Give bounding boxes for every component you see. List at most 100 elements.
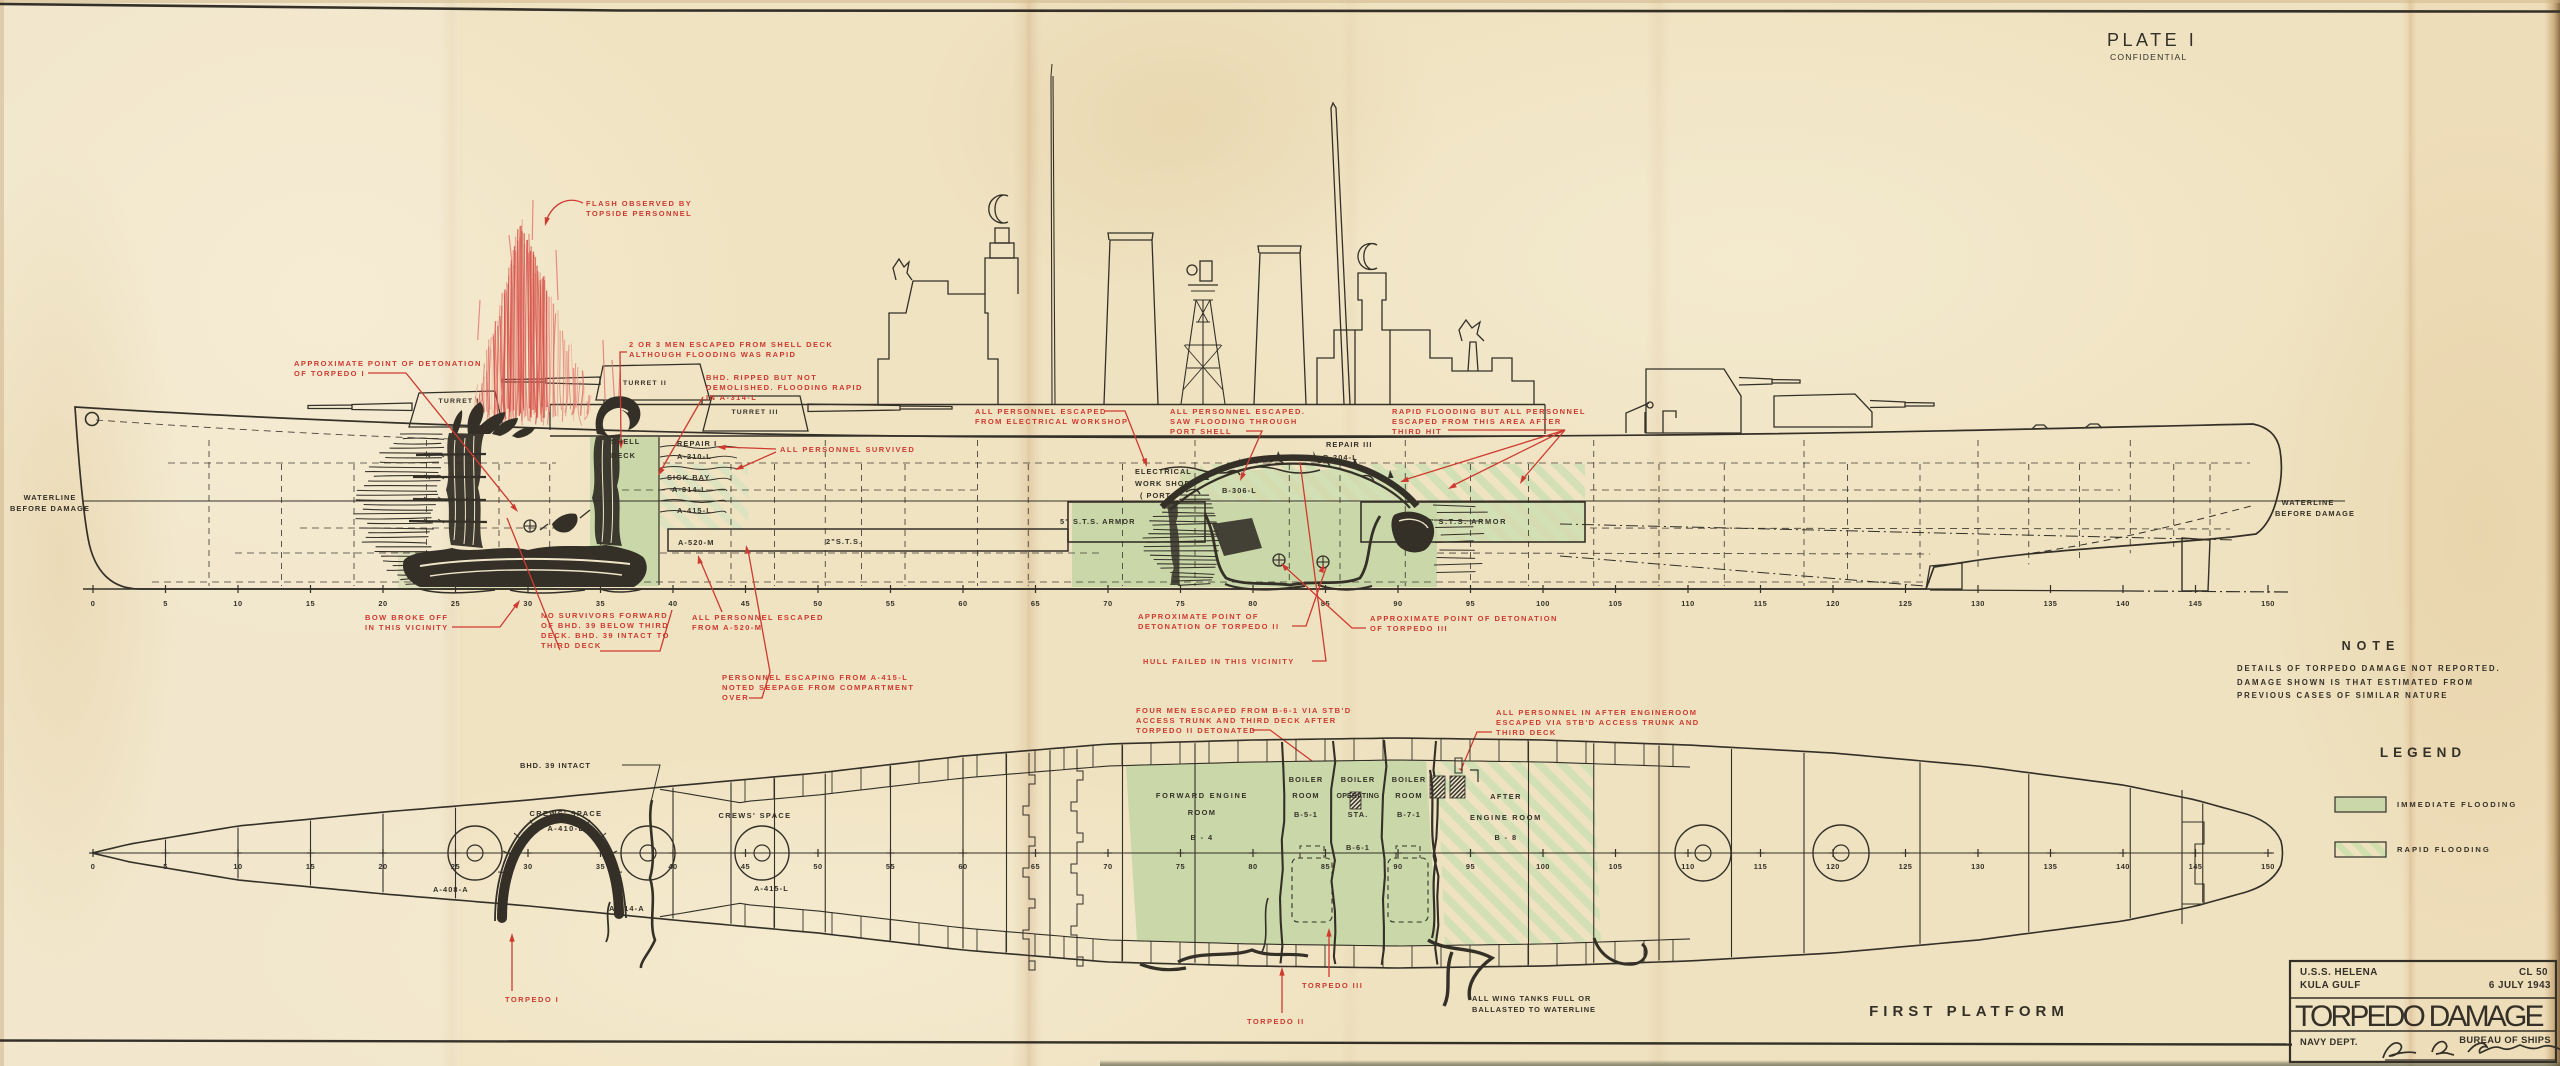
svg-text:150: 150: [2261, 599, 2275, 608]
svg-text:145: 145: [2189, 862, 2203, 871]
svg-text:ESCAPED VIA STB'D ACCESS TRUNK: ESCAPED VIA STB'D ACCESS TRUNK AND: [1496, 718, 1700, 727]
svg-text:ESCAPED FROM THIS AREA AFTER: ESCAPED FROM THIS AREA AFTER: [1392, 417, 1562, 426]
svg-text:0: 0: [91, 862, 96, 871]
svg-text:65: 65: [1031, 862, 1040, 871]
svg-text:130: 130: [1971, 862, 1985, 871]
svg-text:ALTHOUGH FLOODING WAS RAPID: ALTHOUGH FLOODING WAS RAPID: [629, 350, 796, 359]
svg-text:PERSONNEL ESCAPING FROM A-415-: PERSONNEL ESCAPING FROM A-415-L: [722, 673, 908, 682]
svg-text:120: 120: [1826, 862, 1840, 871]
svg-text:IMMEDIATE FLOODING: IMMEDIATE FLOODING: [2397, 800, 2517, 809]
svg-text:NO SURVIVORS FORWARD: NO SURVIVORS FORWARD: [541, 611, 668, 620]
svg-text:BEFORE DAMAGE: BEFORE DAMAGE: [10, 504, 90, 513]
svg-text:80: 80: [1248, 599, 1257, 608]
svg-text:THIRD DECK: THIRD DECK: [541, 641, 602, 650]
svg-text:75: 75: [1176, 599, 1185, 608]
svg-text:95: 95: [1466, 862, 1475, 871]
svg-text:B-306-L: B-306-L: [1222, 486, 1257, 495]
svg-text:CREWS' SPACE: CREWS' SPACE: [529, 809, 602, 818]
svg-text:OF BHD. 39 BELOW THIRD: OF BHD. 39 BELOW THIRD: [541, 621, 669, 630]
svg-text:115: 115: [1754, 599, 1767, 608]
svg-text:BHD. RIPPED BUT NOT: BHD. RIPPED BUT NOT: [706, 373, 817, 382]
svg-text:130: 130: [1971, 599, 1985, 608]
svg-text:125: 125: [1899, 599, 1913, 608]
svg-text:WORK SHOP: WORK SHOP: [1135, 479, 1190, 488]
svg-text:APPROXIMATE POINT OF DETONATIO: APPROXIMATE POINT OF DETONATION: [1370, 614, 1558, 623]
svg-text:35: 35: [596, 599, 605, 608]
svg-text:135: 135: [2044, 862, 2058, 871]
svg-text:RAPID FLOODING: RAPID FLOODING: [2397, 845, 2491, 854]
svg-text:120: 120: [1826, 599, 1840, 608]
svg-text:AFTER: AFTER: [1490, 792, 1522, 801]
svg-text:RAPID FLOODING BUT ALL PERSONN: RAPID FLOODING BUT ALL PERSONNEL: [1392, 407, 1586, 416]
svg-text:NOTED SEEPAGE FROM COMPARTMENT: NOTED SEEPAGE FROM COMPARTMENT: [722, 683, 914, 692]
svg-text:REPAIR III: REPAIR III: [1326, 440, 1373, 449]
svg-text:BOILER: BOILER: [1392, 775, 1427, 784]
svg-text:TURRET II: TURRET II: [623, 380, 667, 387]
svg-text:DECK: DECK: [611, 451, 636, 460]
svg-text:B-5-1: B-5-1: [1294, 810, 1318, 819]
svg-text:IN THIS VICINITY: IN THIS VICINITY: [365, 623, 449, 632]
svg-text:5: 5: [163, 599, 168, 608]
svg-text:FIRST PLATFORM: FIRST PLATFORM: [1869, 1003, 2069, 1020]
svg-text:B - 8: B - 8: [1494, 833, 1517, 842]
svg-text:ACCESS TRUNK AND THIRD DECK AF: ACCESS TRUNK AND THIRD DECK AFTER: [1136, 716, 1337, 725]
svg-text:PREVIOUS CASES OF SIMILAR NATU: PREVIOUS CASES OF SIMILAR NATURE: [2237, 691, 2448, 700]
svg-text:DECK. BHD. 39 INTACT TO: DECK. BHD. 39 INTACT TO: [541, 631, 670, 640]
svg-text:5" S.T.S. ARMOR: 5" S.T.S. ARMOR: [1424, 517, 1507, 526]
svg-text:5: 5: [163, 862, 168, 871]
svg-text:FORWARD ENGINE: FORWARD ENGINE: [1156, 791, 1248, 800]
svg-text:OPERATING: OPERATING: [1337, 793, 1380, 800]
svg-text:30: 30: [523, 599, 532, 608]
svg-text:HULL FAILED IN THIS VICINITY: HULL FAILED IN THIS VICINITY: [1143, 657, 1295, 666]
svg-text:OF TORPEDO III: OF TORPEDO III: [1370, 624, 1448, 633]
svg-text:100: 100: [1536, 862, 1550, 871]
svg-text:2"S.T.S.: 2"S.T.S.: [826, 537, 862, 546]
svg-text:BALLASTED TO WATERLINE: BALLASTED TO WATERLINE: [1472, 1005, 1596, 1014]
svg-text:6 JULY 1943: 6 JULY 1943: [2489, 980, 2551, 991]
svg-text:THIRD HIT: THIRD HIT: [1392, 427, 1442, 436]
svg-text:30: 30: [523, 862, 532, 871]
svg-text:BOILER: BOILER: [1341, 775, 1376, 784]
svg-text:ELECTRICAL: ELECTRICAL: [1135, 467, 1192, 476]
svg-text:A-415-L: A-415-L: [677, 506, 712, 515]
svg-text:B-7-1: B-7-1: [1397, 810, 1421, 819]
svg-text:FLASH OBSERVED BY: FLASH OBSERVED BY: [586, 199, 692, 208]
svg-text:BOW BROKE OFF: BOW BROKE OFF: [365, 613, 448, 622]
svg-text:50: 50: [813, 599, 822, 608]
svg-text:45: 45: [741, 599, 750, 608]
svg-text:DETONATION OF TORPEDO II: DETONATION OF TORPEDO II: [1138, 622, 1279, 631]
svg-text:STA.: STA.: [1348, 810, 1369, 819]
svg-text:A-415-L: A-415-L: [754, 884, 789, 893]
svg-text:125: 125: [1899, 862, 1913, 871]
svg-text:U.S.S. HELENA: U.S.S. HELENA: [2300, 967, 2378, 978]
svg-text:40: 40: [668, 862, 677, 871]
svg-text:105: 105: [1609, 862, 1623, 871]
svg-text:70: 70: [1103, 862, 1112, 871]
svg-text:5" S.T.S. ARMOR: 5" S.T.S. ARMOR: [1060, 517, 1136, 526]
svg-text:ENGINE ROOM: ENGINE ROOM: [1470, 813, 1542, 822]
svg-text:15: 15: [306, 599, 315, 608]
svg-text:SAW FLOODING THROUGH: SAW FLOODING THROUGH: [1170, 417, 1298, 426]
svg-text:95: 95: [1466, 599, 1475, 608]
svg-text:105: 105: [1609, 599, 1623, 608]
svg-text:10: 10: [233, 862, 242, 871]
svg-text:70: 70: [1103, 599, 1112, 608]
svg-text:BOILER: BOILER: [1289, 775, 1324, 784]
svg-text:TOPSIDE PERSONNEL: TOPSIDE PERSONNEL: [586, 209, 692, 218]
svg-text:PLATE I: PLATE I: [2107, 30, 2197, 50]
svg-text:CONFIDENTIAL: CONFIDENTIAL: [2110, 52, 2187, 62]
svg-text:ALL PERSONNEL ESCAPED.: ALL PERSONNEL ESCAPED.: [1170, 407, 1305, 416]
svg-text:TORPEDO DAMAGE: TORPEDO DAMAGE: [2295, 1000, 2545, 1033]
svg-text:TORPEDO II DETONATED: TORPEDO II DETONATED: [1136, 726, 1256, 735]
svg-text:TORPEDO III: TORPEDO III: [1302, 981, 1363, 990]
svg-text:145: 145: [2189, 599, 2203, 608]
svg-text:WATERLINE: WATERLINE: [24, 493, 77, 502]
svg-text:B - 4: B - 4: [1190, 833, 1213, 842]
svg-text:A-410-L: A-410-L: [548, 824, 585, 833]
svg-text:CL 50: CL 50: [2519, 967, 2548, 978]
svg-text:LEGEND: LEGEND: [2380, 745, 2466, 760]
svg-text:FOUR MEN ESCAPED FROM B-6-1 VI: FOUR MEN ESCAPED FROM B-6-1 VIA STB'D: [1136, 706, 1352, 715]
svg-text:A-414-A: A-414-A: [609, 904, 645, 913]
svg-text:50: 50: [813, 862, 822, 871]
svg-text:APPROXIMATE POINT OF DETONATIO: APPROXIMATE POINT OF DETONATION: [294, 359, 482, 368]
